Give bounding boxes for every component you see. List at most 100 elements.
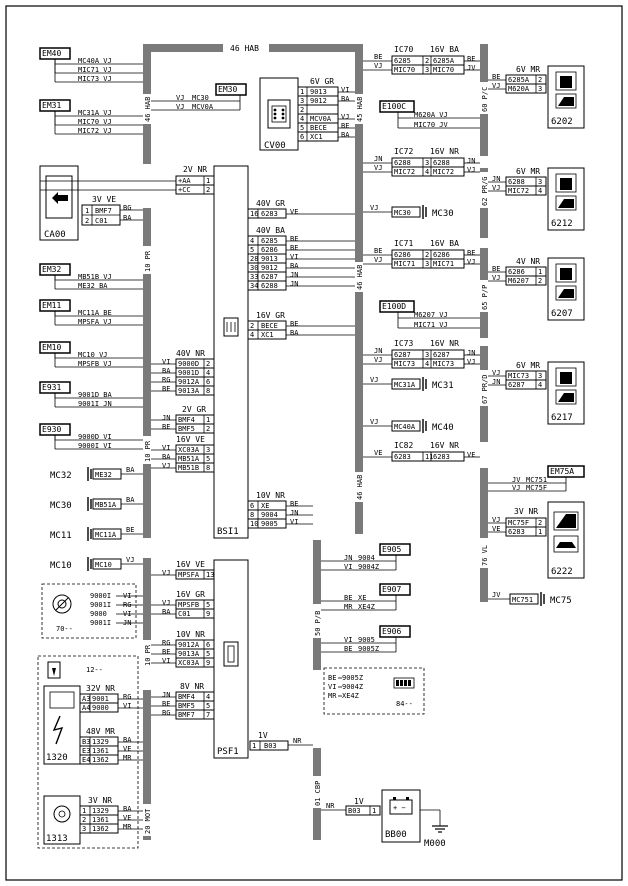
pin-number: 3 <box>538 372 542 380</box>
bus-label-center-right: 45 HAB <box>356 97 364 122</box>
ground-code: MC40A <box>394 423 416 431</box>
ic-header: 16V NR <box>430 339 459 348</box>
wire-label: MPSFA VJ <box>78 318 112 326</box>
door-tag: 6202 <box>551 117 573 127</box>
bus-label-10pr-a: 10 PR <box>144 250 152 272</box>
svg-text:1: 1 <box>85 207 89 215</box>
wire-code: XE <box>261 502 269 510</box>
wire-label: MC31A VJ <box>78 109 112 117</box>
pin-number: 6 <box>300 133 304 141</box>
wire-code: 6286 <box>261 246 278 254</box>
wire-code: MIC73 <box>433 360 454 368</box>
pin-number: 9 <box>206 610 210 618</box>
ic-tag: IC82 <box>394 441 413 450</box>
wire-code: 1329 <box>92 807 109 815</box>
wire-color: VI <box>162 358 170 366</box>
seat-icon <box>555 367 577 387</box>
svg-text:16V VE: 16V VE <box>176 435 205 444</box>
svg-text:M6207 VJ: M6207 VJ <box>414 311 448 319</box>
wire-code: BMF4 <box>178 416 195 424</box>
wire-code: 9000 <box>92 704 109 712</box>
wire-code: 1361 <box>92 816 109 824</box>
wire-color: BE <box>344 594 352 602</box>
mc75-ground: JV MC751 MC75 <box>488 591 572 606</box>
ic-tag: IC73 <box>394 339 413 348</box>
svg-text:MC75: MC75 <box>550 596 572 606</box>
wire-color: VJ <box>370 204 378 212</box>
wire-code: BMF5 <box>178 702 195 710</box>
pin-row <box>505 185 547 196</box>
wire-color: VJ <box>162 569 170 577</box>
ca00-connector: CA00 3V VE 1 BMF7 BG 2 C01 BA <box>39 165 143 241</box>
tag-box <box>379 543 411 556</box>
pin-row <box>79 754 119 765</box>
pin-number: 3 <box>425 66 429 74</box>
wire-color: BA <box>290 262 299 270</box>
ground-code: MC31A <box>394 381 416 389</box>
wire-color: VJ <box>374 62 382 70</box>
ground-tag: MC10 <box>50 561 72 571</box>
connector-tag: EM11 <box>42 301 61 310</box>
wire-color: VJ <box>374 356 382 364</box>
wire-code: 9000D <box>178 360 199 368</box>
wire-code: BMF5 <box>178 425 195 433</box>
wire-color: JN <box>290 271 298 279</box>
pin-number: 2 <box>206 425 210 433</box>
wire-code: BMF4 <box>178 693 195 701</box>
wire-code: 1361 <box>92 747 109 755</box>
wire-code: 9001I <box>90 601 111 609</box>
em75a-connector: EM75A JV MC751 VJ MC75F <box>488 465 585 492</box>
seat-icon <box>560 372 572 384</box>
wire-color: VI <box>328 683 336 691</box>
sheet-frame <box>5 5 623 881</box>
wire-color: RG <box>162 376 170 384</box>
svg-text:M000: M000 <box>424 839 446 849</box>
svg-text:1V: 1V <box>354 797 364 806</box>
ground-code-box <box>391 420 421 432</box>
svg-text:10V NR: 10V NR <box>176 630 205 639</box>
pin-number: 28 <box>250 255 258 263</box>
pin-number: 1 <box>206 416 210 424</box>
wire-code: 9001 <box>92 695 109 703</box>
door-icon <box>558 289 574 298</box>
door-icon <box>558 97 574 106</box>
wire-code: XC03A <box>178 659 200 667</box>
wire-label: MIC70 VJ <box>78 118 112 126</box>
wire-color: VJ <box>492 184 500 192</box>
wire-color: JN <box>162 691 170 699</box>
wire-color: BE <box>492 73 500 81</box>
wire-code: 6283 <box>433 453 450 461</box>
wire-color: BE <box>328 674 336 682</box>
wire-code: 6286 <box>508 268 525 276</box>
door-icon <box>555 285 577 301</box>
pin-number: 3 <box>425 159 429 167</box>
svg-text:16V GR: 16V GR <box>256 311 285 320</box>
wire-color: MR <box>123 823 132 831</box>
wire-code: 9012 <box>310 97 327 105</box>
wire-code: M6207 <box>508 277 529 285</box>
pin-number: 8 <box>250 511 254 519</box>
pin-row <box>79 702 119 713</box>
wire-color: BA <box>123 736 132 744</box>
pin-number: 4 <box>425 168 429 176</box>
pin-number: 11 <box>425 453 433 461</box>
wire-label: MC11A BE <box>78 309 112 317</box>
wire-code: 6288 <box>394 159 411 167</box>
wire-code: M620A <box>508 85 530 93</box>
ic-tag: IC72 <box>394 147 413 156</box>
pin-number: A3 <box>82 695 90 703</box>
connector-12: 12-- <box>37 655 139 849</box>
wire-code: 6283 <box>508 528 525 536</box>
c70-tag: 70-- <box>56 625 73 633</box>
wire-code: 6285A <box>433 57 455 65</box>
em30-connector: EM30 VJ MC30 VJ MCV0A <box>151 83 247 111</box>
ground-tag: MC31 <box>432 381 454 391</box>
